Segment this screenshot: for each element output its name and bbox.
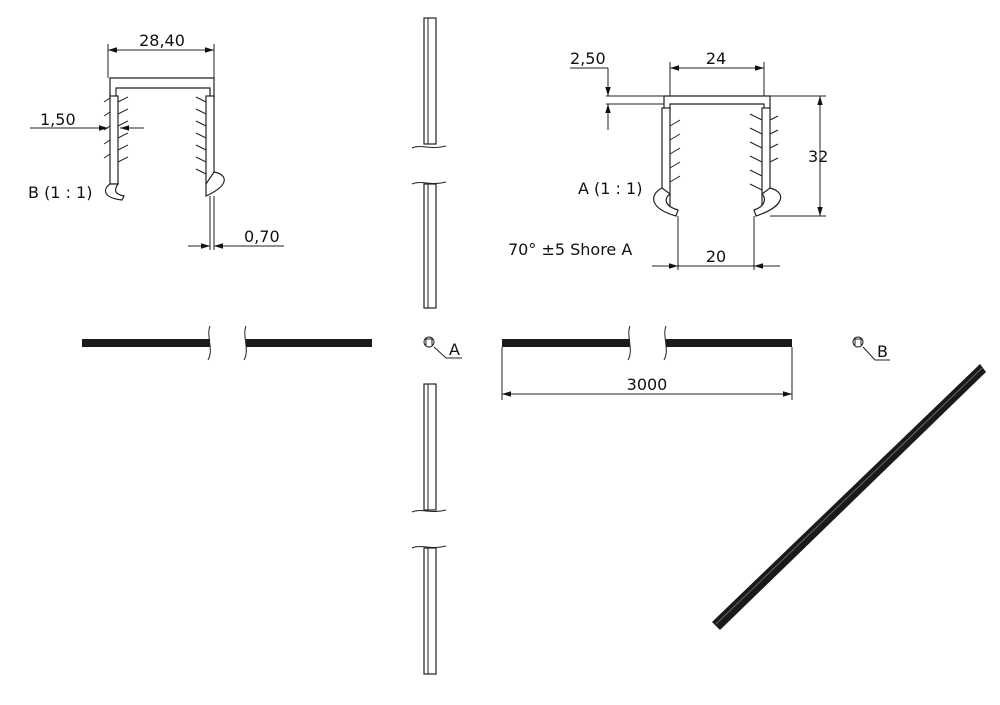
detail-b-right-lip: [205, 171, 225, 197]
dim-outer-width: 28,40: [139, 31, 185, 50]
front-view-left: [82, 325, 372, 361]
break-line: [207, 325, 211, 361]
detail-a-right-fins: [749, 113, 779, 191]
detail-b-right-wall: [205, 95, 215, 185]
section-marker-b: B: [852, 336, 890, 361]
material-hardness-note: 70° ±5 Shore A: [508, 240, 632, 259]
front-view-segment: [246, 339, 372, 347]
break-line: [411, 545, 447, 549]
isometric-view: [712, 364, 986, 630]
dim-top-thickness: 2,50: [570, 49, 606, 68]
detail-a-right-lip: [753, 187, 782, 217]
section-tag-a: A: [449, 340, 460, 359]
break-line: [627, 325, 631, 361]
dim-wall-thickness: 1,50: [40, 110, 76, 129]
break-line: [411, 509, 447, 513]
dim-inner-width: 24: [706, 49, 726, 68]
detail-a-left-lip: [653, 187, 679, 217]
section-tag-b: B: [877, 342, 888, 361]
side-view-bottom: [411, 383, 447, 675]
dim-opening: 20: [706, 247, 726, 266]
front-view-segment: [666, 339, 792, 347]
detail-b-label: B (1 : 1): [28, 183, 92, 202]
side-view-top: [411, 17, 447, 309]
section-marker-a: A: [423, 336, 462, 359]
detail-a-left-fins: [669, 119, 681, 183]
dim-length: 3000: [627, 375, 668, 394]
detail-b-profile: [109, 77, 215, 99]
side-view-upper-segment: [423, 17, 437, 145]
front-view-segment: [82, 339, 210, 347]
front-view-segment: [502, 339, 630, 347]
side-view-upper-segment: [423, 383, 437, 511]
dim-height: 32: [808, 147, 828, 166]
detail-a-label: A (1 : 1): [578, 179, 642, 198]
side-view-lower-segment: [423, 547, 437, 675]
break-line: [411, 181, 447, 185]
detail-b-view: 28,40 1,50 0,70 B (1 : 1): [28, 31, 284, 250]
break-line: [411, 145, 447, 149]
front-view-right: 3000: [501, 325, 793, 400]
detail-a-profile: [663, 95, 771, 111]
break-line: [663, 325, 667, 361]
detail-b-left-lip: [104, 183, 125, 201]
dim-lip-thickness: 0,70: [244, 227, 280, 246]
side-view-lower-segment: [423, 183, 437, 309]
detail-b-right-fins: [195, 96, 207, 175]
detail-b-left-wall: [109, 95, 119, 185]
break-line: [243, 325, 247, 361]
detail-a-view: 24 2,50 32 20 A (1 : 1): [570, 49, 828, 270]
